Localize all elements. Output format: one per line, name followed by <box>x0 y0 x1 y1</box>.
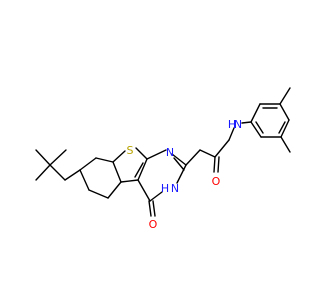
pyrimidine-nitrogen-label: N <box>166 146 174 159</box>
cyclohexene-ring <box>79 157 122 199</box>
structure-canvas: S N H N O O H N <box>35 87 291 231</box>
amide-oxygen-label: O <box>212 175 221 188</box>
molecule-structure: S N H N O O H N <box>35 87 291 231</box>
propanamide-chain <box>185 127 235 173</box>
amide-nitrogen-label: N <box>234 118 242 131</box>
ring-nitrogen-label: N <box>171 182 179 195</box>
amide-nh-hydrogen-label: H <box>228 118 236 131</box>
ketone-oxygen-label: O <box>149 218 158 231</box>
atom-labels: S N H N O O H N <box>127 118 243 231</box>
dimethylphenyl-ring <box>241 87 291 153</box>
pyrimidinone-ring <box>137 149 187 217</box>
thiophene-ring <box>112 147 148 183</box>
tert-butyl-group <box>35 149 81 181</box>
ring-nh-hydrogen-label: H <box>161 182 169 195</box>
sulfur-atom-label: S <box>127 144 134 157</box>
